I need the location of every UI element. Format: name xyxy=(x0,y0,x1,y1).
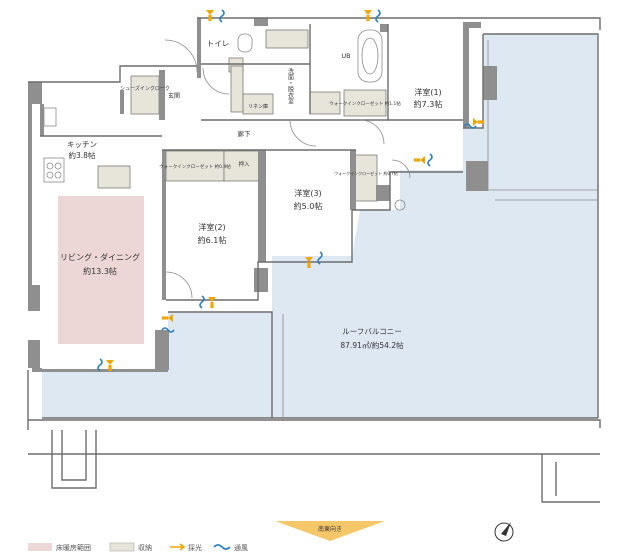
fixtures xyxy=(43,29,411,299)
legend-ventilation: 通風 xyxy=(234,543,248,552)
legend-swatch-storage xyxy=(109,542,135,552)
label-bedroom3-size: 約5.0帖 xyxy=(294,201,323,211)
storage-wash xyxy=(265,29,309,49)
floor-heating-area xyxy=(58,196,144,344)
orientation-arrow: 南東向き xyxy=(275,521,385,541)
room-labels: トイレ 洗面・脱衣室 UB シューズインクローク 玄関 廊下 リネン庫 ウォーク… xyxy=(60,39,442,350)
label-toilet: トイレ xyxy=(207,39,230,48)
label-washroom: 洗面・脱衣室 xyxy=(287,67,294,104)
label-balcony-name: ルーフバルコニー xyxy=(342,327,401,336)
label-living-name: リビング・ダイニング xyxy=(60,252,140,262)
label-wic3: ウォークインクローゼット 約0.7帖 xyxy=(334,170,398,176)
label-entrance: 玄関 xyxy=(168,92,180,100)
label-balcony-size: 87.91㎡/約54.2帖 xyxy=(340,340,404,350)
label-bedroom1-size: 約7.3帖 xyxy=(414,99,443,109)
label-bedroom2-size: 約6.1帖 xyxy=(198,235,227,245)
roof-balcony-area xyxy=(42,34,598,418)
label-shoe-closet: シューズインクローク xyxy=(120,85,170,92)
legend: 床暖房範囲 収納 採光 通風 xyxy=(28,542,248,552)
compass-icon xyxy=(494,522,514,542)
legend-light: 採光 xyxy=(188,543,202,552)
label-kitchen-size: 約3.8帖 xyxy=(69,150,96,160)
label-bedroom3-name: 洋室(3) xyxy=(294,188,321,198)
legend-swatch-floor-heating xyxy=(28,543,52,551)
shoe-closet xyxy=(130,75,160,115)
linen-closet xyxy=(242,93,274,115)
legend-storage: 収納 xyxy=(138,543,152,552)
storage-corridor xyxy=(230,65,244,113)
legend-floor-heating: 床暖房範囲 xyxy=(56,543,91,552)
orientation-label: 南東向き xyxy=(318,525,342,533)
kitchen-counter xyxy=(97,165,131,189)
label-kitchen-name: キッチン xyxy=(67,140,97,149)
label-linen: リネン庫 xyxy=(248,103,268,110)
legend-light-icon xyxy=(170,543,186,551)
label-bedroom2-name: 洋室(2) xyxy=(198,222,225,232)
wic1 xyxy=(343,89,387,117)
label-living-size: 約13.3帖 xyxy=(83,266,117,276)
legend-ventilation-icon xyxy=(213,544,231,550)
label-ub: UB xyxy=(341,52,350,60)
label-corridor: 廊下 xyxy=(238,129,252,138)
label-wic2: ウォークインクローゼット 約0.9帖 xyxy=(159,163,231,170)
wic3 xyxy=(354,154,378,202)
label-wic1: ウォークインクローゼット 約1.1帖 xyxy=(329,100,401,107)
outlines xyxy=(27,17,601,503)
label-bedroom1-name: 洋室(1) xyxy=(414,87,441,97)
label-oshiire: 押入 xyxy=(238,160,250,168)
